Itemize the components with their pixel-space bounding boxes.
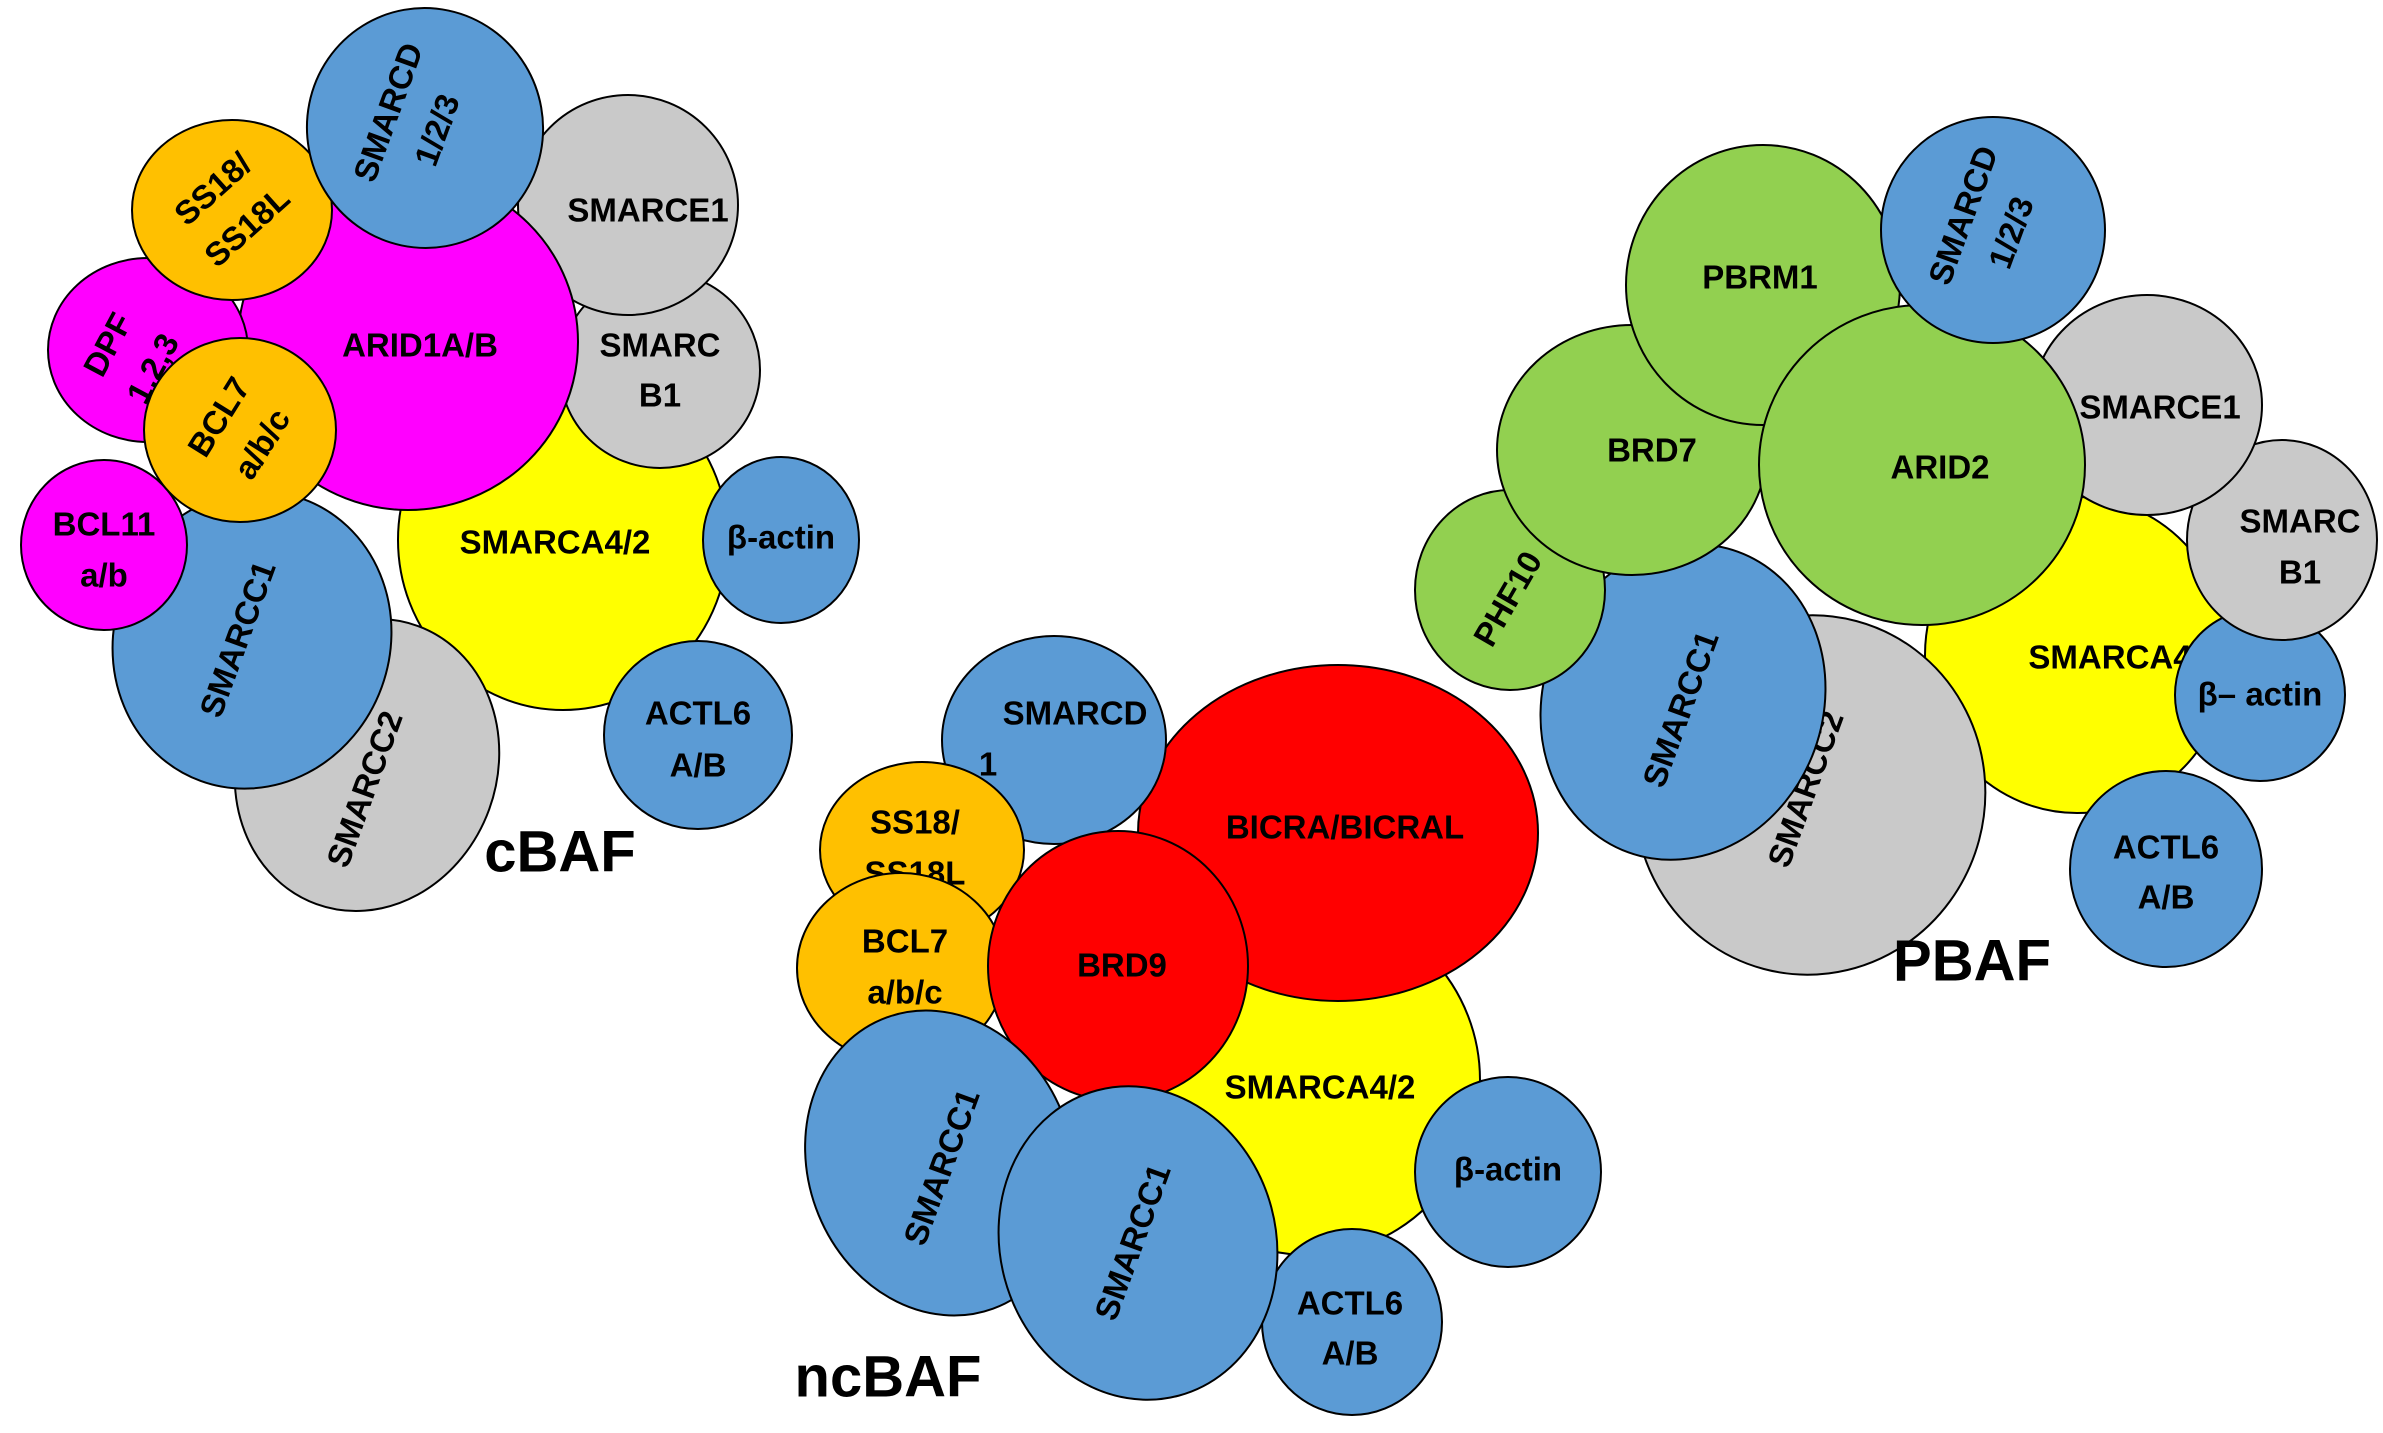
ncbaf-bicra-label: BICRA/BICRAL <box>1226 809 1464 846</box>
cbaf-actl6-line2: A/B <box>670 747 727 784</box>
pbaf-smarcb1-line2: B1 <box>2279 554 2321 591</box>
ncbaf-bcl7-line2: a/b/c <box>867 974 942 1011</box>
pbaf-smarcc1: SMARCC1 <box>1539 543 1827 861</box>
cbaf-actl6-line1: ACTL6 <box>645 695 751 732</box>
ncbaf-actin: β-actin <box>1414 1076 1602 1268</box>
pbaf-complex: SMARCA4 β– actin ACTL6 A/B SMARC B1 SMAR… <box>1414 116 2378 993</box>
ncbaf-bcl7-line1: BCL7 <box>862 923 948 960</box>
cbaf-bcl11-line1: BCL11 <box>53 506 156 543</box>
pbaf-arid: ARID2 <box>1758 304 2086 626</box>
pbaf-smarcb1: SMARC B1 <box>2186 439 2378 641</box>
cbaf-smarce1: SMARCE1 <box>517 94 739 316</box>
ncbaf-brd9: BRD9 <box>987 830 1249 1102</box>
cbaf-complex: SMARCA4/2 β-actin ACTL6 A/B SMARCC2 SMAR… <box>20 7 860 913</box>
cbaf-complex-name: cBAF <box>484 819 635 884</box>
ncbaf-smarcd-line2: 1 <box>979 746 997 783</box>
pbaf-smarcd: SMARCD 1/2/3 <box>1880 116 2106 344</box>
cbaf-actin: β-actin <box>702 456 860 624</box>
cbaf-bcl7: BCL7 a/b/c <box>143 337 337 523</box>
pbaf-pbrm1-label: PBRM1 <box>1702 259 1818 296</box>
ncbaf-brd9-label: BRD9 <box>1077 947 1167 984</box>
ncbaf-smarcd-line1: SMARCD <box>1003 695 1148 732</box>
ncbaf-ss18-line1: SS18/ <box>870 804 960 841</box>
pbaf-actl6-line1: ACTL6 <box>2113 829 2219 866</box>
pbaf-actl6: ACTL6 A/B <box>2069 770 2263 968</box>
pbaf-arid-label: ARID2 <box>1890 449 1989 486</box>
ncbaf-smarca-label: SMARCA4/2 <box>1225 1069 1416 1106</box>
ncbaf-actl6-line2: A/B <box>1322 1335 1379 1372</box>
ncbaf-actin-label: β-actin <box>1454 1151 1562 1188</box>
cbaf-bcl11-line2: a/b <box>80 557 128 594</box>
pbaf-smarcb1-line1: SMARC <box>2240 503 2361 540</box>
ncbaf-actl6-line1: ACTL6 <box>1297 1285 1403 1322</box>
cbaf-smarcb1-line1: SMARC <box>600 327 721 364</box>
pbaf-complex-name: PBAF <box>1893 928 2051 993</box>
pbaf-actin-label: β– actin <box>2198 676 2323 713</box>
cbaf-ss18: SS18/ SS18L <box>131 119 333 301</box>
ncbaf-complex: SMARCA4/2 BICRA/BICRAL SMARCD 1 SS18/ SS… <box>795 635 1602 1416</box>
ncbaf-complex-name: ncBAF <box>795 1344 982 1409</box>
cbaf-bcl11: BCL11 a/b <box>20 459 188 631</box>
pbaf-smarce1: SMARCE1 <box>2031 294 2263 516</box>
cbaf-actl6: ACTL6 A/B <box>603 640 793 830</box>
cbaf-smarca-label: SMARCA4/2 <box>460 524 651 561</box>
pbaf-brd7-label: BRD7 <box>1607 432 1697 469</box>
pbaf-smarca-label: SMARCA4 <box>2028 639 2192 676</box>
ncbaf-smarcc1-b: SMARCC1 <box>997 1085 1279 1401</box>
cbaf-actin-label: β-actin <box>727 519 835 556</box>
pbaf-smarce1-label: SMARCE1 <box>2079 389 2240 426</box>
ncbaf-actl6: ACTL6 A/B <box>1261 1228 1443 1416</box>
cbaf-smarcd: SMARCD 1/2/3 <box>305 7 545 249</box>
cbaf-smarce1-label: SMARCE1 <box>567 192 728 229</box>
cbaf-arid-label: ARID1A/B <box>342 327 498 364</box>
pbaf-actl6-line2: A/B <box>2138 879 2195 916</box>
cbaf-smarcb1-line2: B1 <box>639 377 681 414</box>
